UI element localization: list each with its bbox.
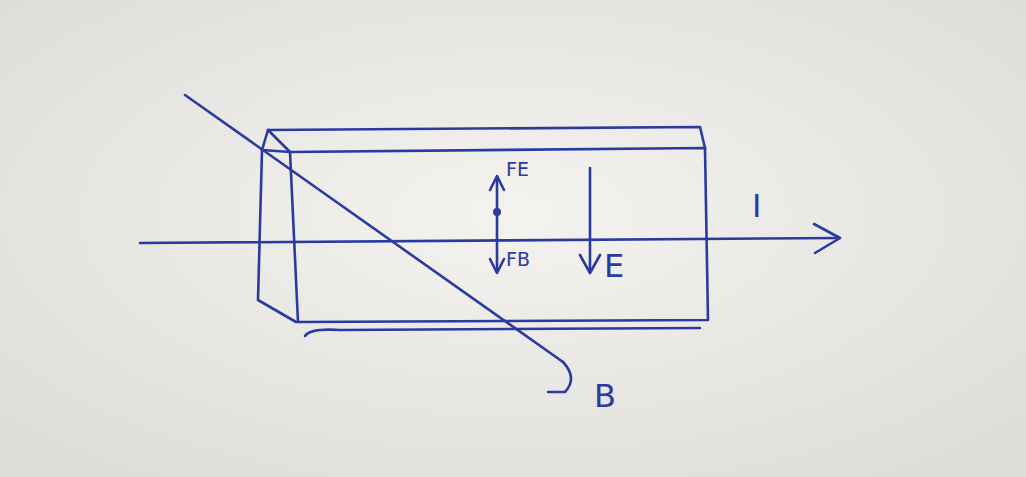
- slab-bottom-edge: [305, 328, 700, 336]
- field-label: E: [604, 250, 624, 282]
- charge-dot: [493, 208, 501, 216]
- current-label: I: [752, 190, 761, 222]
- electric-force-arrowhead: [490, 176, 504, 190]
- force-label: FE: [506, 160, 529, 179]
- slab-top-edge: [268, 127, 705, 148]
- magnetic-force-arrow: [496, 212, 499, 272]
- force-label: FB: [506, 250, 530, 269]
- electric-force-arrow: [496, 177, 499, 212]
- current-arrowhead: [814, 224, 840, 253]
- slab-front-face: [290, 148, 708, 322]
- field-label: B: [594, 380, 616, 412]
- efield-arrow: [589, 168, 592, 272]
- current-arrow: [140, 238, 840, 243]
- magnetic-force-arrowhead: [490, 259, 504, 273]
- field-arrow: [185, 95, 563, 362]
- field-arrowhead: [548, 362, 571, 392]
- efield-arrowhead: [580, 255, 600, 273]
